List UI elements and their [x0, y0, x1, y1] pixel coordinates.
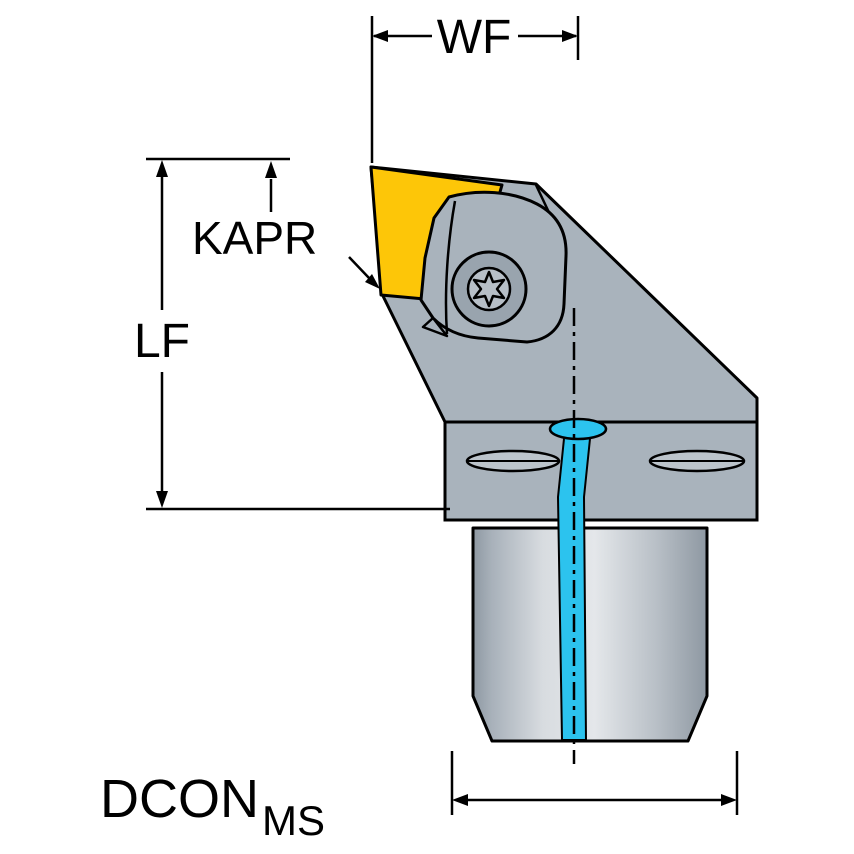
- dcon-label: DCON: [100, 769, 259, 829]
- kapr-arrow-diag: [365, 274, 380, 289]
- lf-arrow-bottom: [156, 491, 168, 508]
- kapr-arrow-diag-line: [348, 256, 370, 279]
- kapr-arrow-up: [265, 161, 277, 178]
- wf-label: WF: [437, 11, 512, 64]
- coolant-inlet: [548, 417, 608, 441]
- coupling-shank: [471, 526, 709, 743]
- lf-label: LF: [134, 315, 190, 368]
- lf-arrow-top: [156, 160, 168, 177]
- dcon-arrow-right: [721, 794, 737, 806]
- kapr-label: KAPR: [192, 212, 317, 264]
- wf-arrow-right: [562, 30, 578, 42]
- clamp-screw-recess: [466, 266, 512, 312]
- clamp-nose: [421, 316, 449, 338]
- clamp-front-crease: [444, 200, 457, 335]
- wf-arrow-left: [372, 30, 388, 42]
- torx-socket-icon: [472, 270, 506, 308]
- dcon-arrow-left: [452, 794, 468, 806]
- dcon-subscript-label: MS: [262, 797, 325, 844]
